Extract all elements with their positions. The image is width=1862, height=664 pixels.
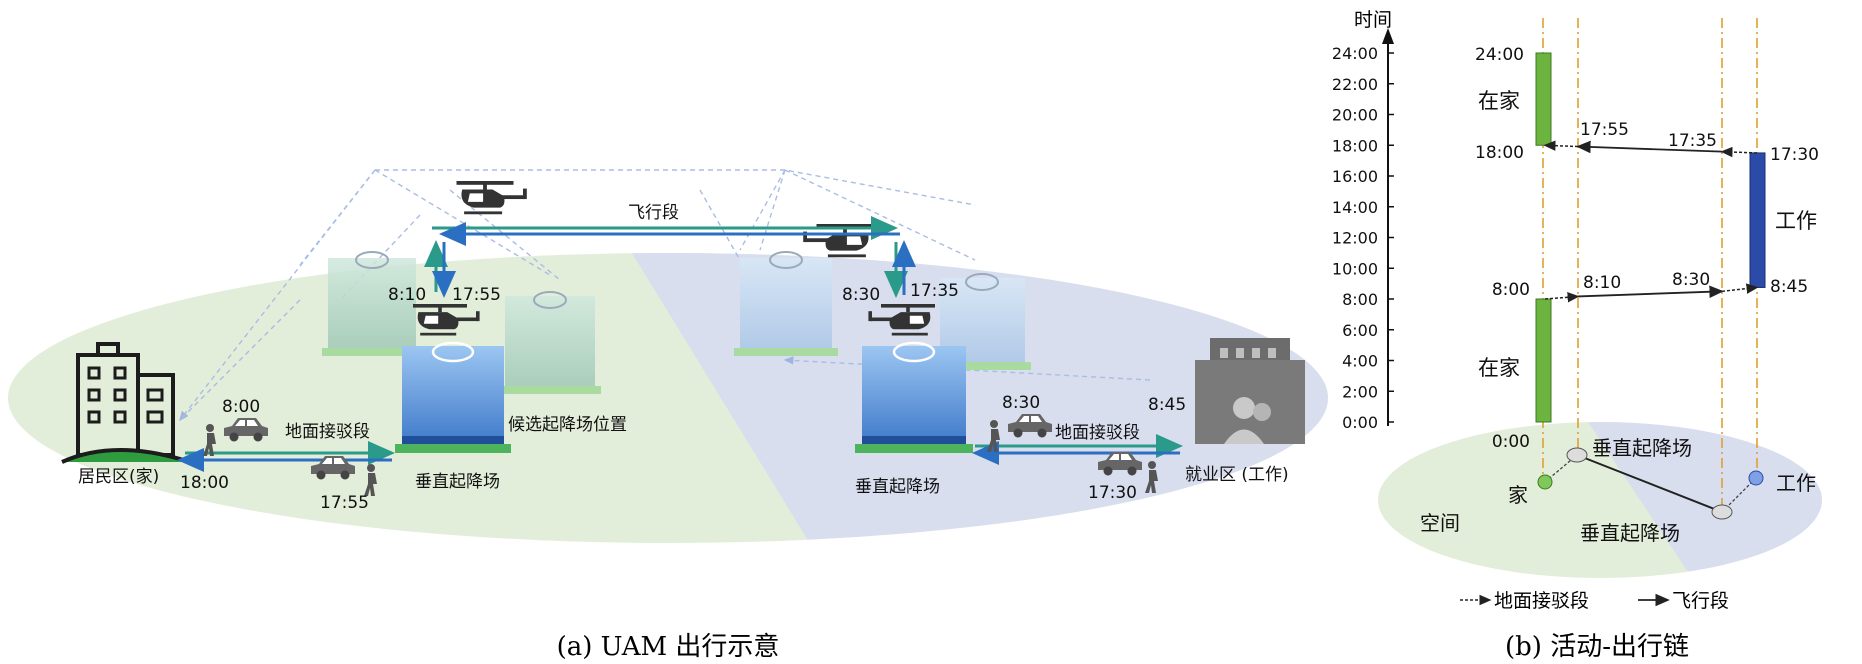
y-tick-label: 4:00: [1342, 352, 1378, 371]
vertiport-node: [1566, 447, 1588, 463]
ground-label-left: 地面接驳段: [285, 422, 370, 442]
panel-b: 时间 24:00 22:00 20:00 18:00 16:00 14:00 12:00 10…: [1332, 9, 1822, 662]
activity-home-top: 在家: [1478, 89, 1520, 113]
activity-work: 工作: [1775, 209, 1817, 233]
time-vp-right-down: 8:30: [842, 285, 880, 305]
work-label: 就业区 (工作): [1185, 465, 1289, 485]
y-tick-label: 8:00: [1342, 290, 1378, 309]
time-work-arrive: 8:45: [1148, 395, 1186, 415]
home-building-icon: [61, 342, 191, 464]
y-ticks: 24:00 22:00 20:00 18:00 16:00 14:00 12:00 10:00…: [1332, 44, 1394, 432]
candidate-building: [322, 251, 422, 356]
time-car-right-back: 17:30: [1088, 483, 1137, 503]
vertiport-left-building: [395, 341, 511, 453]
y-tick-label: 16:00: [1332, 167, 1378, 186]
y-tick-label: 18:00: [1332, 136, 1378, 155]
space-label: 空间: [1420, 511, 1460, 535]
vertiport-right-label: 垂直起降场: [855, 477, 940, 497]
legend: 地面接驳段 飞行段: [1460, 590, 1729, 612]
chain-time-b: 17:35: [1668, 131, 1717, 151]
space-work: 工作: [1776, 471, 1816, 495]
y-tick-label: 20:00: [1332, 106, 1378, 125]
activity-home-bottom: 在家: [1478, 356, 1520, 380]
panel-a: 飞行段 8:10 17:55 8:30 17:35 8:00 地面接驳段 候选起…: [8, 169, 1328, 662]
chain-time-a: 17:55: [1580, 120, 1629, 140]
home-bar-top: [1535, 52, 1552, 146]
home-node: [1537, 474, 1553, 490]
caption-a: (a) UAM 出行示意: [557, 632, 780, 662]
time-vp-left-up: 8:10: [388, 285, 426, 305]
flight-arrows: [424, 216, 916, 298]
home-bottom-start-label: 0:00: [1492, 432, 1530, 452]
y-tick-label: 14:00: [1332, 198, 1378, 217]
candidate-building: [499, 291, 601, 394]
vertiport-node: [1711, 504, 1733, 520]
home-top-start-label: 18:00: [1475, 143, 1524, 163]
home-label: 居民区(家): [78, 467, 159, 487]
time-car-back-left: 17:55: [320, 493, 369, 513]
trip-chain: [1543, 140, 1759, 303]
ground-label-right: 地面接驳段: [1055, 423, 1140, 443]
time-car-right-out: 8:30: [1002, 393, 1040, 413]
time-vp-left-down: 17:55: [452, 285, 501, 305]
home-top-end-label: 24:00: [1475, 45, 1524, 65]
y-tick-label: 24:00: [1332, 44, 1378, 63]
work-building-icon: [1195, 338, 1305, 444]
home-bar-bottom: [1535, 298, 1552, 423]
chain-time-c: 17:30: [1770, 145, 1819, 165]
y-tick-label: 22:00: [1332, 75, 1378, 94]
y-tick-label: 0:00: [1342, 413, 1378, 432]
helicopter-icon-top: [456, 181, 527, 215]
flight-label: 飞行段: [628, 203, 679, 223]
work-node: [1748, 470, 1764, 486]
space-home: 家: [1508, 483, 1528, 507]
city-ellipse: [8, 253, 1328, 543]
caption-b: (b) 活动-出行链: [1505, 632, 1689, 662]
vertiport-left-label: 垂直起降场: [415, 472, 500, 492]
home-bottom-end-label: 8:00: [1492, 280, 1530, 300]
y-tick-label: 10:00: [1332, 259, 1378, 278]
legend-ground: 地面接驳段: [1494, 590, 1589, 612]
work-bar: [1749, 152, 1766, 288]
candidate-label: 候选起降场位置: [508, 415, 627, 435]
space-network: [1537, 447, 1764, 520]
chain-time-f: 8:45: [1770, 277, 1808, 297]
vertiport-right-building: [855, 341, 973, 453]
legend-flight: 飞行段: [1672, 590, 1729, 612]
y-tick-label: 2:00: [1342, 382, 1378, 401]
time-axis-arrow: [1382, 28, 1394, 44]
time-home-back: 18:00: [180, 473, 229, 493]
space-vertiport-a: 垂直起降场: [1592, 436, 1692, 460]
ground-arrows: [177, 434, 1183, 472]
y-tick-label: 6:00: [1342, 321, 1378, 340]
axis-title: 时间: [1354, 9, 1392, 31]
candidate-building: [734, 251, 838, 356]
y-tick-label: 12:00: [1332, 229, 1378, 248]
chain-time-e: 8:30: [1672, 270, 1710, 290]
time-vp-right-up: 17:35: [910, 281, 959, 301]
space-vertiport-b: 垂直起降场: [1580, 521, 1680, 545]
space-ellipse: [1378, 422, 1822, 578]
time-home-out: 8:00: [222, 397, 260, 417]
chain-time-d: 8:10: [1583, 273, 1621, 293]
